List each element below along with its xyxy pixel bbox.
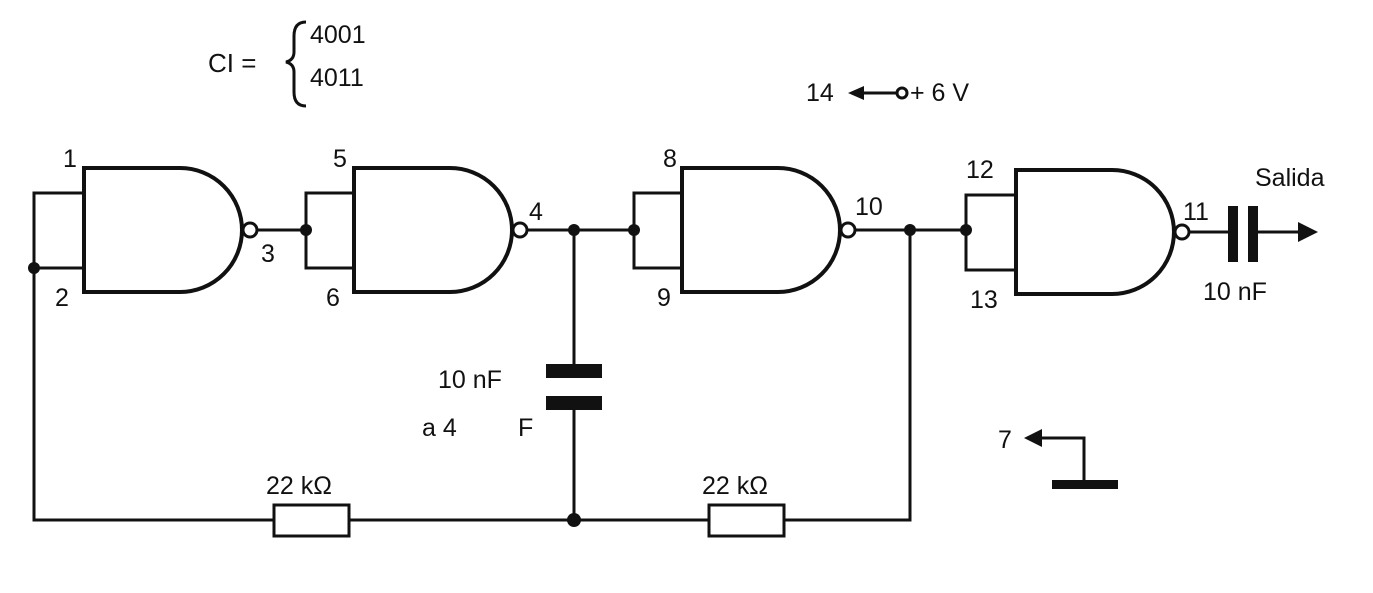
resistor-2-label: 22 kΩ — [702, 472, 768, 500]
gate-1-input-tie — [32, 191, 84, 270]
gate-3-input-tie — [632, 191, 682, 270]
pin-10-label: 10 — [855, 193, 883, 221]
output-capacitor-plate-2 — [1248, 206, 1258, 262]
timing-capacitor-plate-2 — [546, 396, 602, 410]
supply-voltage-label: + 6 V — [910, 79, 969, 107]
nand-gate-4 — [1014, 168, 1176, 296]
wire-left-return — [32, 268, 274, 522]
ic-prefix: CI = — [208, 48, 256, 78]
pin-5-label: 5 — [333, 145, 347, 173]
output-capacitor-plate-1 — [1228, 206, 1238, 262]
pin-9-label: 9 — [657, 284, 671, 312]
gate-4-input-tie — [964, 193, 1016, 272]
nand-gate-3 — [680, 166, 842, 294]
resistor-1 — [272, 503, 351, 538]
timing-capacitor-range-b: F — [518, 414, 533, 442]
ic-brace — [285, 20, 307, 108]
pin-13-label: 13 — [970, 286, 998, 314]
pin-12-label: 12 — [966, 156, 994, 184]
nand-gate-1 — [82, 166, 244, 294]
ground-symbol — [1052, 480, 1118, 489]
output-capacitor-label: 10 nF — [1203, 278, 1267, 306]
output-label: Salida — [1255, 164, 1325, 192]
gate-4-inverter-bubble — [1173, 223, 1191, 241]
timing-capacitor-range-a: a 4 — [422, 414, 457, 442]
resistor-1-label: 22 kΩ — [266, 472, 332, 500]
ic-chip-4011: 4011 — [310, 64, 364, 92]
junction-bottom-center — [567, 513, 581, 527]
supply-pin-label: 14 — [806, 79, 834, 107]
timing-capacitor-value: 10 nF — [438, 366, 502, 394]
ground-arrow-head — [1024, 429, 1042, 447]
pin-3-label: 3 — [261, 240, 275, 268]
resistor-2 — [707, 503, 786, 538]
pin-8-label: 8 — [663, 145, 677, 173]
ground-arrow-line — [1040, 436, 1086, 484]
pin-2-label: 2 — [55, 284, 69, 312]
supply-terminal — [895, 86, 909, 100]
gate-1-inverter-bubble — [241, 221, 259, 239]
gate-2-inverter-bubble — [511, 221, 529, 239]
supply-arrow-head — [848, 86, 864, 100]
nand-gate-2 — [352, 166, 514, 294]
gate-2-input-tie — [304, 191, 354, 270]
pin-4-label: 4 — [529, 198, 543, 226]
timing-capacitor-plate-1 — [546, 364, 602, 378]
output-arrow-head — [1298, 222, 1318, 242]
pin-11-label: 11 — [1183, 198, 1209, 226]
gate-3-inverter-bubble — [839, 221, 857, 239]
ic-chip-4001: 4001 — [310, 21, 366, 49]
wire-right-return — [784, 230, 912, 522]
ground-pin-label: 7 — [998, 426, 1012, 454]
pin-1-label: 1 — [63, 145, 77, 173]
pin-6-label: 6 — [326, 284, 340, 312]
